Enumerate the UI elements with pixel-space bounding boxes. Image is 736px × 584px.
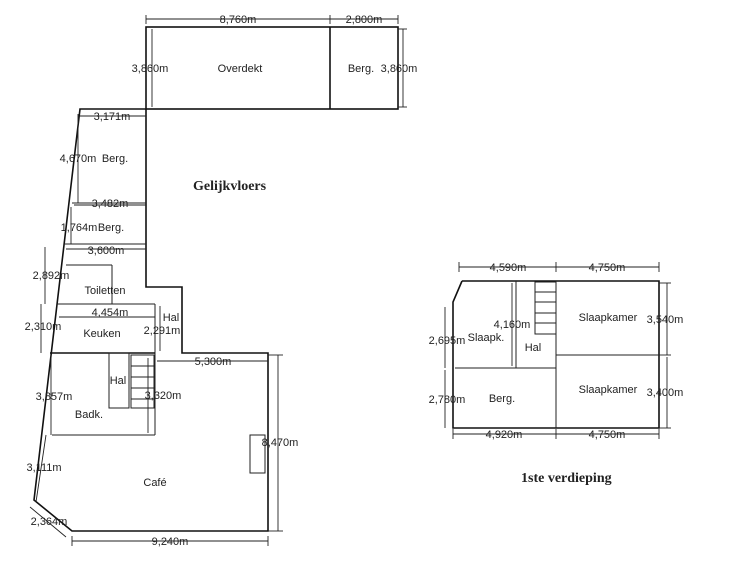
room-label-berg-2: Berg.	[98, 222, 124, 234]
dim-toilet-width: 3,600m	[88, 245, 125, 257]
dim-toilet-depth: 2,892m	[33, 270, 70, 282]
dim-f1-bottom-left: 4,920m	[486, 429, 523, 441]
dim-f1-hal-depth: 4,160m	[494, 319, 531, 331]
room-label-berg-top: Berg.	[348, 63, 374, 75]
room-label-hal-outside: Hal	[163, 312, 180, 324]
dim-keuken-depth-left: 2,310m	[25, 321, 62, 333]
hal-stair-enclosure	[108, 352, 130, 409]
dim-overdekt-depth-right: 3,860m	[381, 63, 418, 75]
dim-berg2-width: 3,482m	[92, 198, 129, 210]
dim-badk-depth: 3,857m	[36, 391, 73, 403]
overdekt-outline	[145, 26, 399, 110]
room-label-berg-first: Berg.	[489, 393, 515, 405]
dimension-labels: 8,760m 2,800m 3,860m 3,860m 3,171m 4,670…	[25, 14, 684, 548]
ground-outline	[33, 108, 269, 532]
dim-f1-slaapk-depth: 2,695m	[429, 335, 466, 347]
f1-stairs	[534, 281, 557, 335]
dim-berg2-depth: 1,764m	[61, 222, 98, 234]
dim-cafe-depth: 8,470m	[262, 437, 299, 449]
dim-berg1-depth: 4,670m	[60, 153, 97, 165]
dim-f1-slaapkamer2-depth: 3,400m	[647, 387, 684, 399]
room-label-slaapk-small: Slaapk.	[468, 332, 505, 344]
dim-f1-bottom-right: 4,750m	[589, 429, 626, 441]
room-label-keuken: Keuken	[83, 328, 120, 340]
ground-floor-heading: Gelijkvloers	[193, 179, 267, 194]
first-floor-heading: 1ste verdieping	[521, 471, 612, 486]
room-label-badk: Badk.	[75, 409, 103, 421]
dim-f1-slaapkamer1-depth: 3,540m	[647, 314, 684, 326]
cafe-counter	[249, 434, 266, 474]
dimension-lines	[29, 15, 671, 546]
ground-floor-walls	[33, 26, 399, 532]
room-label-cafe: Café	[143, 477, 166, 489]
room-labels: Overdekt Berg. Berg. Berg. Toiletten Keu…	[75, 63, 638, 489]
dim-overdekt-width: 8,760m	[220, 14, 257, 26]
dim-cafe-left-lower: 3,111m	[26, 462, 61, 474]
room-label-hal-first: Hal	[525, 342, 542, 354]
first-floor-walls	[452, 280, 660, 429]
dim-hal-stairs-depth: 3,320m	[145, 390, 182, 402]
dim-f1-berg-depth: 2,780m	[429, 394, 466, 406]
dim-f1-top-left: 4,590m	[490, 262, 527, 274]
dim-berg-width: 2,800m	[346, 14, 383, 26]
dim-keuken-width: 4,454m	[92, 307, 129, 319]
dim-berg1-width: 3,171m	[94, 111, 131, 123]
dim-keuken-depth-right: 2,291m	[144, 325, 181, 337]
room-label-toiletten: Toiletten	[85, 285, 126, 297]
dim-overdekt-depth-left: 3,860m	[132, 63, 169, 75]
hal-stairs	[130, 354, 155, 409]
room-label-hal-stairs: Hal	[110, 375, 127, 387]
room-label-overdekt: Overdekt	[218, 63, 263, 75]
dim-cafe-top: 5,300m	[195, 356, 232, 368]
dim-cafe-bottom: 9,240m	[152, 536, 189, 548]
room-label-slaapkamer-1: Slaapkamer	[579, 312, 638, 324]
room-label-berg-1: Berg.	[102, 153, 128, 165]
dim-cafe-corner: 2,364m	[31, 516, 68, 528]
dim-f1-top-right: 4,750m	[589, 262, 626, 274]
room-label-slaapkamer-2: Slaapkamer	[579, 384, 638, 396]
